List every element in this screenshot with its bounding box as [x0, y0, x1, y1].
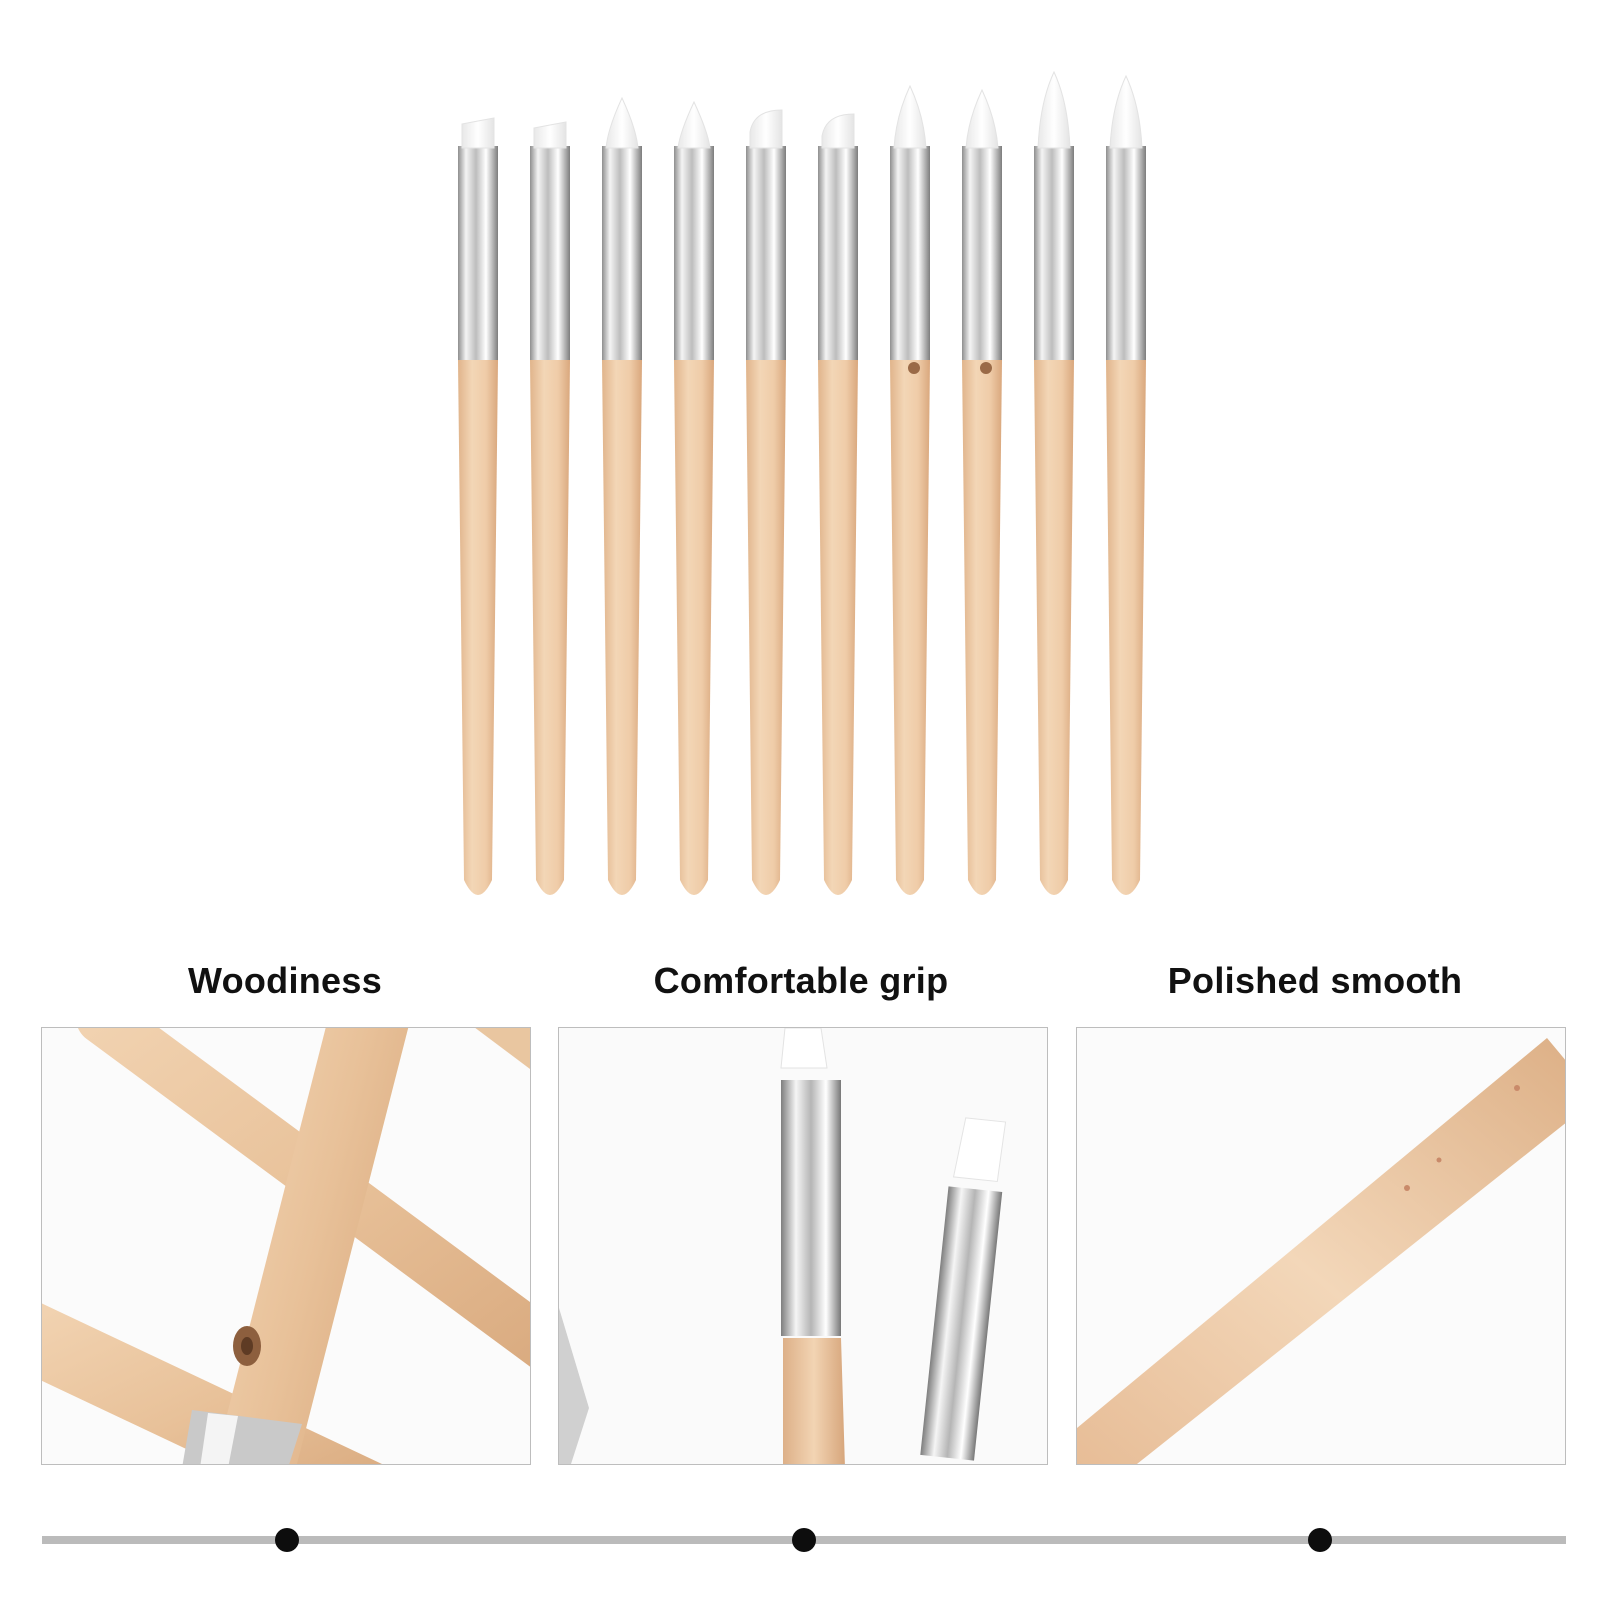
polished-smooth-closeup-photo	[1076, 1027, 1566, 1465]
metal-ferrule	[1034, 146, 1074, 360]
metal-ferrule	[818, 146, 858, 360]
brush-10	[1106, 74, 1146, 895]
brush-3	[602, 96, 642, 895]
silicone-tip	[1037, 70, 1071, 149]
wooden-handle	[458, 360, 498, 895]
silicone-tip	[893, 84, 927, 149]
comfortable-grip-closeup-photo	[558, 1027, 1048, 1465]
metal-ferrule	[458, 146, 498, 360]
feature-title-comfortable-grip: Comfortable grip	[653, 960, 949, 1001]
silicone-tip	[677, 100, 711, 149]
woodiness-closeup-photo	[41, 1027, 531, 1465]
wooden-handle	[818, 360, 858, 895]
brush-6	[818, 113, 858, 895]
metal-ferrule	[746, 146, 786, 360]
brush-set-photo	[458, 70, 1146, 895]
brush-8	[962, 88, 1002, 895]
feature-title-woodiness: Woodiness	[187, 960, 383, 1001]
wooden-handle	[746, 360, 786, 895]
brush-2	[530, 121, 570, 895]
brush-9	[1034, 70, 1074, 895]
brush-row	[458, 70, 1146, 895]
brush-4	[674, 100, 714, 895]
wooden-handle	[890, 360, 930, 895]
silicone-tip	[461, 117, 495, 149]
wooden-handle	[674, 360, 714, 895]
brush-5	[746, 109, 786, 895]
wood-knot	[908, 362, 920, 374]
wooden-handle	[1106, 360, 1146, 895]
silicone-tip	[821, 113, 855, 149]
metal-ferrule	[962, 146, 1002, 360]
silicone-tip	[533, 121, 567, 149]
silicone-tip	[605, 96, 639, 149]
metal-ferrule	[674, 146, 714, 360]
wooden-handle	[1034, 360, 1074, 895]
metal-ferrule	[890, 146, 930, 360]
wood-knot	[980, 362, 992, 374]
silicone-tip	[1109, 74, 1143, 149]
silicone-tip	[749, 109, 783, 149]
metal-ferrule	[1106, 146, 1146, 360]
metal-ferrule	[602, 146, 642, 360]
silicone-tip	[965, 88, 999, 149]
wooden-handle	[602, 360, 642, 895]
timeline-dot-woodiness	[275, 1528, 299, 1552]
brush-7	[890, 84, 930, 895]
timeline-dot-polished-smooth	[1308, 1528, 1332, 1552]
brush-1	[458, 117, 498, 895]
feature-title-polished-smooth: Polished smooth	[1167, 960, 1463, 1001]
wooden-handle	[530, 360, 570, 895]
timeline-dot-comfortable-grip	[792, 1528, 816, 1552]
wooden-handle	[962, 360, 1002, 895]
metal-ferrule	[530, 146, 570, 360]
